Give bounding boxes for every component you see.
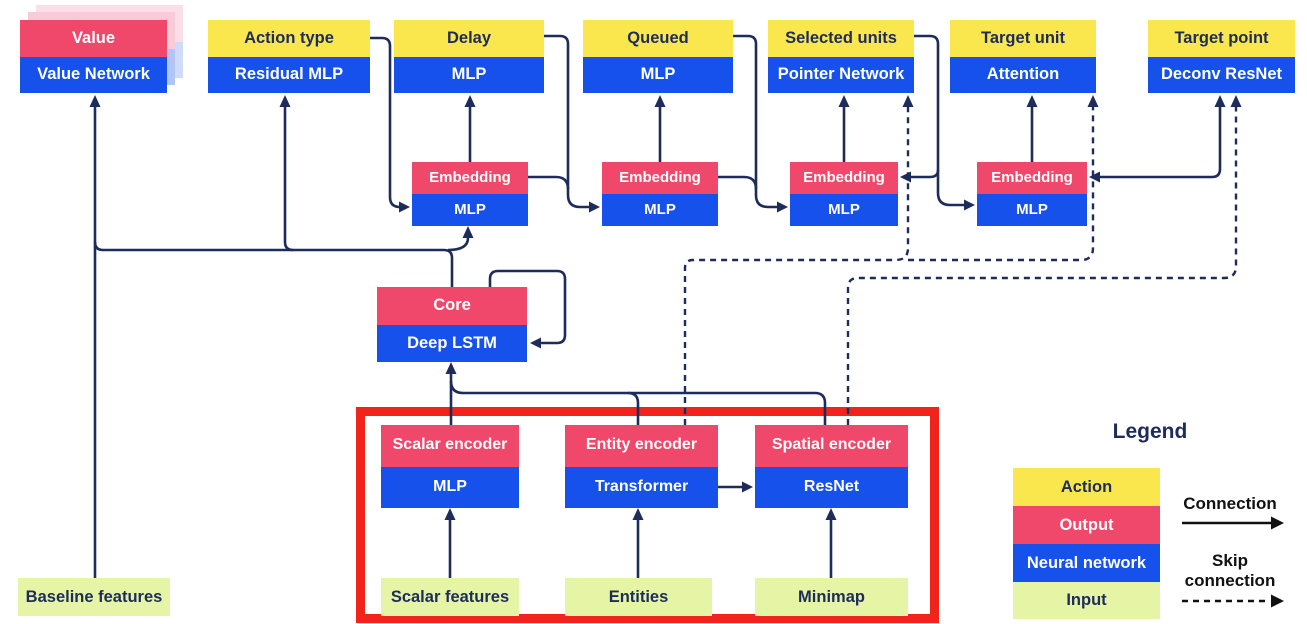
target-point-label: Target point: [1148, 20, 1295, 57]
node-spatial-encoder: Spatial encoder ResNet: [755, 425, 908, 508]
node-selected-units: Selected units Pointer Network: [768, 20, 914, 93]
selected-units-network-label: Pointer Network: [768, 56, 914, 93]
legend-item-neural-network: Neural network: [1013, 544, 1160, 582]
node-scalar-encoder: Scalar encoder MLP: [381, 425, 519, 508]
entity-encoder-network-label: Transformer: [565, 466, 718, 508]
node-embedding-1: Embedding MLP: [412, 162, 528, 226]
node-scalar-features: Scalar features: [381, 578, 519, 616]
queued-network-label: MLP: [583, 56, 733, 93]
entity-encoder-label: Entity encoder: [565, 425, 718, 467]
node-entities: Entities: [565, 578, 712, 616]
embedding-network-label: MLP: [790, 194, 898, 226]
embedding-label: Embedding: [977, 162, 1087, 194]
action-type-label: Action type: [208, 20, 370, 57]
node-value: Value Value Network: [20, 20, 167, 93]
action-type-network-label: Residual MLP: [208, 56, 370, 93]
legend-item-input: Input: [1013, 582, 1160, 619]
legend-skip-connection-label: Skip connection: [1184, 551, 1276, 590]
embedding-network-label: MLP: [977, 194, 1087, 226]
core-network-label: Deep LSTM: [377, 324, 527, 362]
node-embedding-2: Embedding MLP: [602, 162, 718, 226]
scalar-encoder-label: Scalar encoder: [381, 425, 519, 467]
core-label: Core: [377, 287, 527, 325]
target-unit-label: Target unit: [950, 20, 1096, 57]
delay-network-label: MLP: [394, 56, 544, 93]
node-target-point: Target point Deconv ResNet: [1148, 20, 1295, 93]
node-core: Core Deep LSTM: [377, 287, 527, 362]
value-output-label: Value: [20, 20, 167, 57]
legend-title: Legend: [1112, 420, 1188, 443]
embedding-network-label: MLP: [412, 194, 528, 226]
legend-connection-label: Connection: [1183, 494, 1277, 513]
spatial-encoder-network-label: ResNet: [755, 466, 908, 508]
node-entity-encoder: Entity encoder Transformer: [565, 425, 718, 508]
node-delay: Delay MLP: [394, 20, 544, 93]
embedding-label: Embedding: [412, 162, 528, 194]
node-action-type: Action type Residual MLP: [208, 20, 370, 93]
node-minimap: Minimap: [755, 578, 908, 616]
value-network-label: Value Network: [20, 56, 167, 93]
target-unit-network-label: Attention: [950, 56, 1096, 93]
legend-item-action: Action: [1013, 468, 1160, 506]
node-embedding-3: Embedding MLP: [790, 162, 898, 226]
node-target-unit: Target unit Attention: [950, 20, 1096, 93]
embedding-network-label: MLP: [602, 194, 718, 226]
embedding-label: Embedding: [790, 162, 898, 194]
target-point-network-label: Deconv ResNet: [1148, 56, 1295, 93]
legend-item-output: Output: [1013, 506, 1160, 544]
queued-label: Queued: [583, 20, 733, 57]
node-baseline-features: Baseline features: [18, 578, 170, 616]
delay-label: Delay: [394, 20, 544, 57]
scalar-encoder-network-label: MLP: [381, 466, 519, 508]
node-embedding-4: Embedding MLP: [977, 162, 1087, 226]
spatial-encoder-label: Spatial encoder: [755, 425, 908, 467]
selected-units-label: Selected units: [768, 20, 914, 57]
node-queued: Queued MLP: [583, 20, 733, 93]
embedding-label: Embedding: [602, 162, 718, 194]
